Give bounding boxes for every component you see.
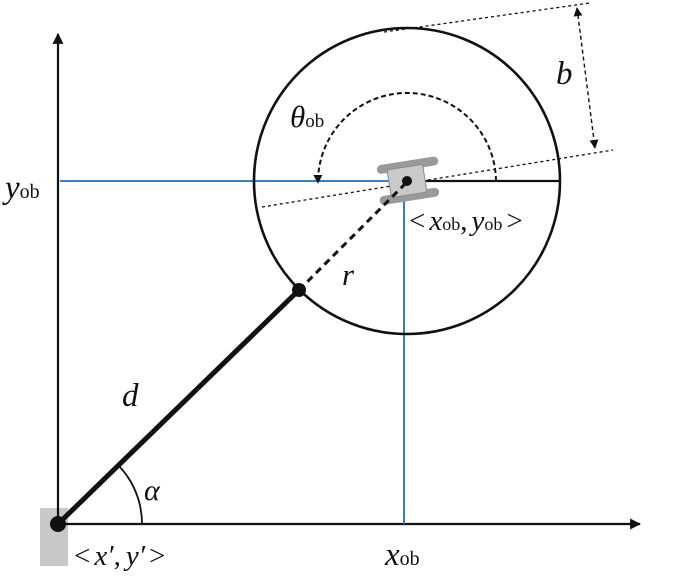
obstacle-center-point xyxy=(402,176,412,186)
theta-arc xyxy=(313,92,497,184)
theta-label: θob xyxy=(290,99,324,134)
obstacle-point-label: <xob,yob> xyxy=(409,205,523,237)
heading-line-lower xyxy=(261,149,614,208)
circle-boundary-point xyxy=(292,283,306,297)
r-label: r xyxy=(342,257,355,292)
heading-line-upper xyxy=(383,2,591,33)
alpha-arc xyxy=(117,464,143,525)
x-axis-label: xob xyxy=(384,537,420,573)
alpha-label: α xyxy=(144,474,161,507)
d-segment xyxy=(56,288,301,526)
origin-point-label: <x′,y′> xyxy=(74,540,165,572)
d-label: d xyxy=(122,378,139,414)
r-segment xyxy=(297,182,407,292)
b-label: b xyxy=(556,56,573,92)
origin-point xyxy=(50,516,66,532)
y-axis-label: yob xyxy=(2,170,40,206)
b-dimension-arrow xyxy=(573,7,599,149)
